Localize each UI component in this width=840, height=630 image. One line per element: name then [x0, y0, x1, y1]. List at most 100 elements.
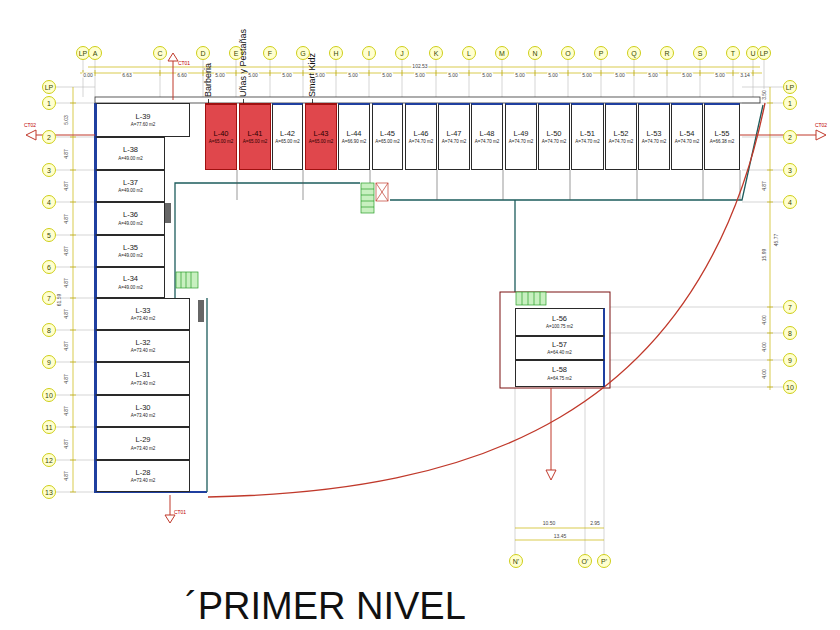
grid-bubble-label: 8 [788, 330, 792, 337]
dimension: 4.00 [762, 341, 767, 353]
dimension: 4.87 [64, 308, 69, 320]
grid-bubble-label: LP [79, 50, 88, 57]
grid-bubble [197, 47, 210, 60]
unit-area: A=65.00 m2 [309, 140, 333, 145]
grid-bubble [43, 229, 56, 242]
dimension: 6.60 [176, 73, 188, 78]
dimension-ticks [70, 70, 773, 492]
grid-bubble-label: 3 [788, 167, 792, 174]
grid-bubble [784, 354, 797, 367]
grid-bubble [661, 47, 674, 60]
grid-bubble-label: C [157, 50, 162, 57]
grid-bubble-label: 2 [788, 134, 792, 141]
unit-number: L-55 [714, 130, 729, 138]
grid-bubble [784, 131, 797, 144]
grid-bubble [784, 81, 797, 94]
grid-bubble-label: I [368, 50, 370, 57]
dimension: 4.87 [64, 148, 69, 160]
unit-area: A=65.00 m2 [375, 140, 399, 145]
shop-unit: L-34A=49.00 m2 [95, 267, 165, 298]
dimension: 5.00 [381, 73, 393, 78]
grid-bubble [496, 47, 509, 60]
unit-area: A=49.00 m2 [118, 157, 142, 162]
grid-line [83, 60, 764, 97]
unit-number: L-38 [123, 146, 138, 154]
section-mark: CT01 [178, 61, 190, 66]
unit-area: A=74.70 m2 [575, 140, 599, 145]
grid-bubble [758, 47, 771, 60]
grid-bubble [510, 555, 523, 568]
unit-number: L-40 [213, 130, 228, 138]
shop-unit: L-33A=73.40 m2 [95, 298, 190, 330]
unit-area: A=66.38 m2 [710, 140, 734, 145]
dimension: 61.59 [57, 293, 62, 308]
grid-bubble [727, 47, 740, 60]
grid-bubble [363, 47, 376, 60]
unit-number: L-45 [380, 130, 395, 138]
grid-bubble-label: O [565, 50, 570, 57]
unit-area: A=49.00 m2 [118, 254, 142, 259]
tenant-name: Barberia [204, 63, 213, 97]
unit-area: A=66.90 m2 [342, 140, 366, 145]
grid-bubble-label: LP [45, 84, 54, 91]
dimension: 5.00 [647, 73, 659, 78]
unit-area: A=65.00 m2 [209, 140, 233, 145]
grid-bubble [784, 301, 797, 314]
shop-unit: L-29A=73.40 m2 [95, 427, 190, 460]
grid-bubble-label: LP [760, 50, 769, 57]
grid-bubble-label: N [532, 50, 537, 57]
dimension: 4.00 [762, 368, 767, 380]
shop-unit: L-31A=73.40 m2 [95, 362, 190, 395]
grid-bubble-label: N' [513, 558, 519, 565]
unit-partition [237, 170, 740, 200]
unit-number: L-47 [446, 130, 461, 138]
stair-steps [181, 272, 191, 288]
grid-bubble-label: 7 [47, 295, 51, 302]
dimension: 5.00 [447, 73, 459, 78]
unit-area: A=49.00 m2 [118, 189, 142, 194]
grid-bubble [579, 555, 592, 568]
shop-unit: L-50A=74.70 m2 [538, 103, 570, 170]
dimension: 45.77 [774, 233, 779, 248]
unit-number: L-50 [546, 130, 561, 138]
leased-unit: L-43A=65.00 m2 [305, 103, 337, 170]
grid-bubble [264, 47, 277, 60]
grid-bubble-label: 6 [47, 264, 51, 271]
unit-number: L-58 [552, 366, 567, 374]
dimension: 0.00 [82, 73, 94, 78]
grid-bubble-label: L [467, 50, 471, 57]
grid-bubble-label: D [200, 50, 205, 57]
unit-area: A=77.60 m2 [131, 123, 155, 128]
shop-unit: L-37A=49.00 m2 [95, 170, 165, 202]
unit-area: A=100.75 m2 [546, 325, 573, 330]
grid-bubble [43, 324, 56, 337]
dimension: 5.00 [614, 73, 626, 78]
grid-bubble-label: G [300, 50, 305, 57]
unit-area: A=74.70 m2 [475, 140, 499, 145]
grid-bubble-label: 8 [47, 327, 51, 334]
dimension: 4.87 [64, 405, 69, 417]
unit-number: L-56 [552, 315, 567, 323]
unit-area: A=74.70 m2 [642, 140, 666, 145]
site-boundary [208, 103, 765, 497]
unit-area: A=73.40 m2 [131, 382, 155, 387]
section-mark: CT01 [174, 510, 186, 515]
unit-number: L-30 [135, 404, 150, 412]
grid-bubble-label: 7 [788, 304, 792, 311]
unit-number: L-37 [123, 179, 138, 187]
grid-bubble [43, 454, 56, 467]
grid-bubble [529, 47, 542, 60]
dimension: 4.87 [64, 213, 69, 225]
shop-unit: L-48A=74.70 m2 [471, 103, 503, 170]
grid-bubble [43, 486, 56, 499]
grid-bubble [43, 389, 56, 402]
unit-number: L-33 [135, 307, 150, 315]
grid-bubble [43, 131, 56, 144]
section-arrow [26, 53, 826, 523]
section-mark: CT02 [24, 123, 36, 128]
stair [176, 272, 198, 288]
grid-bubble [595, 47, 608, 60]
unit-number: L-36 [123, 211, 138, 219]
unit-number: L-52 [613, 130, 628, 138]
grid-bubble-label: 9 [788, 357, 792, 364]
